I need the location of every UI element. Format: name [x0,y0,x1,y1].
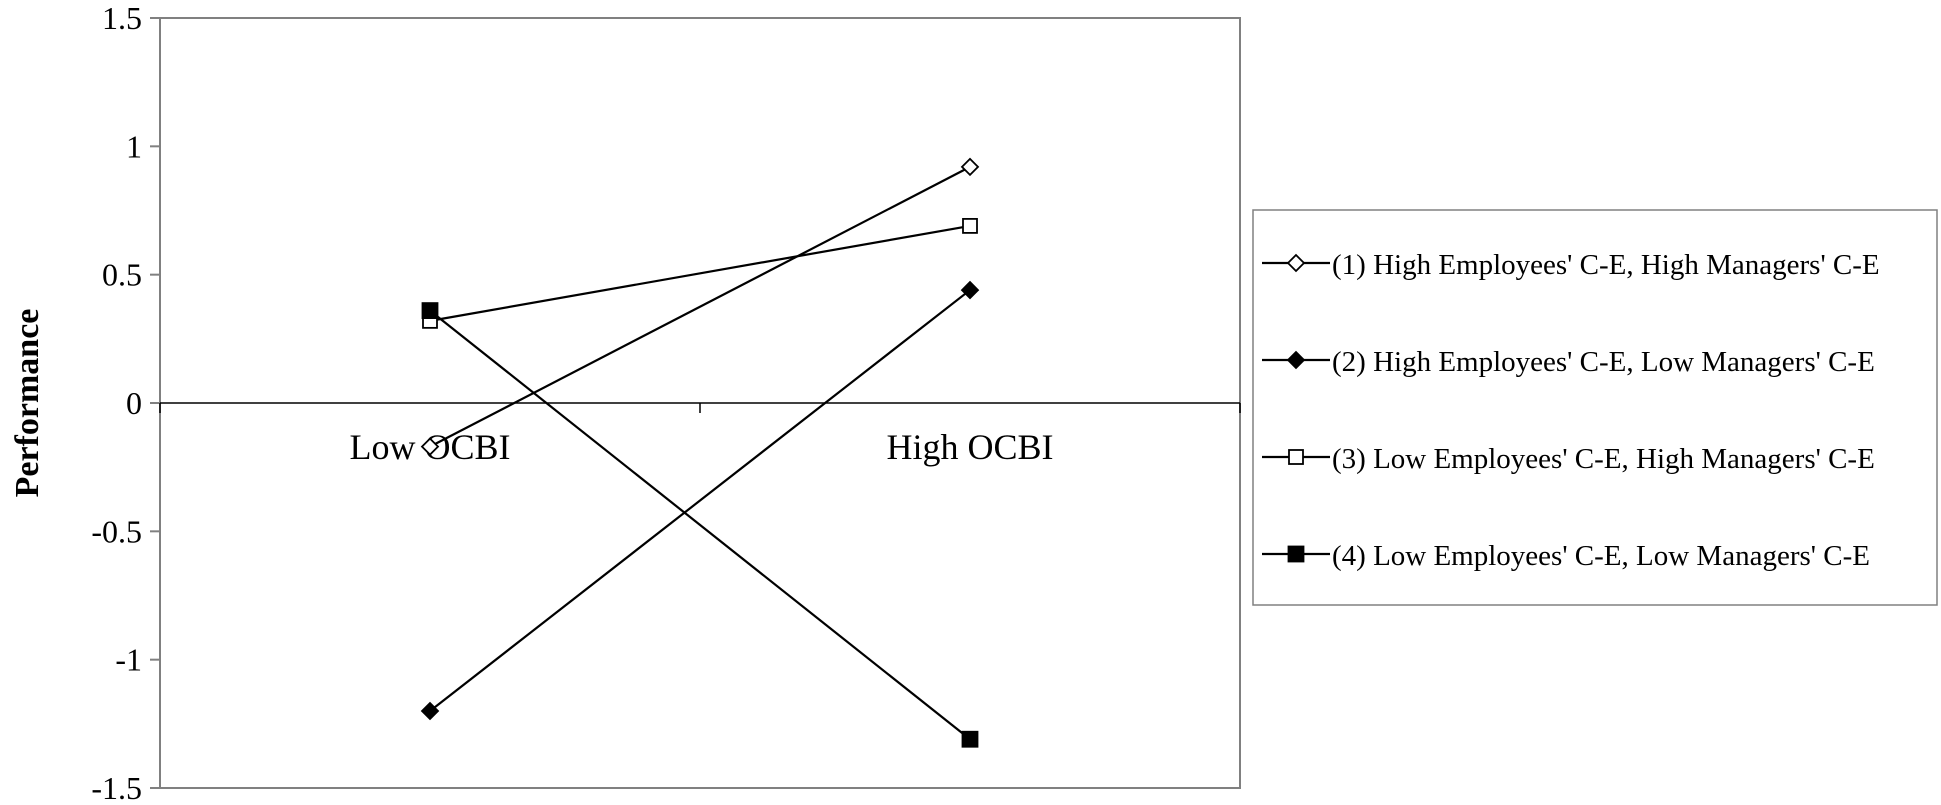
series-3 [422,217,978,329]
legend-entry-3: (3) Low Employees' C-E, High Managers' C… [1262,443,1875,475]
series-layer [420,157,980,748]
y-tick-label: -1 [115,642,142,678]
legend-label: (4) Low Employees' C-E, Low Managers' C-… [1332,540,1870,572]
legend-label: (3) Low Employees' C-E, High Managers' C… [1332,443,1875,475]
y-tick-label: -0.5 [91,513,142,549]
series-4 [421,302,979,748]
x-tick-label: High OCBI [886,427,1053,467]
y-axis: 1.5 1 0.5 0 -0.5 -1 -1.5 [91,0,160,805]
legend-box [1252,209,1938,606]
y-axis-title: Performance [9,309,46,498]
y-tick-label: 0.5 [102,257,142,293]
y-tick-label: 1 [126,128,142,164]
legend: (1) High Employees' C-E, High Managers' … [1252,209,1938,606]
data-point-marker [1286,350,1306,370]
series-line [429,224,971,322]
data-point-marker [1287,545,1305,563]
legend-entry-2: (2) High Employees' C-E, Low Managers' C… [1262,346,1875,378]
series-1 [420,157,980,456]
data-point-marker [1286,253,1306,273]
y-tick-label: -1.5 [91,770,142,805]
series-line [429,289,971,712]
data-point-marker [421,302,439,320]
legend-entry-4: (4) Low Employees' C-E, Low Managers' C-… [1262,540,1870,572]
y-tick-label: 0 [126,385,142,421]
series-line [429,165,971,448]
series-line [429,309,971,741]
data-point-marker [960,157,980,177]
legend-entry-1: (1) High Employees' C-E, High Managers' … [1262,249,1880,281]
legend-label: (2) High Employees' C-E, Low Managers' C… [1332,346,1875,378]
data-point-marker [1288,449,1304,465]
data-point-marker [420,437,440,456]
y-tick-label: 1.5 [102,0,142,36]
data-point-marker [420,701,440,721]
series-2 [420,280,980,721]
legend-label: (1) High Employees' C-E, High Managers' … [1332,249,1880,281]
data-point-marker [962,217,978,234]
data-point-marker [960,280,980,300]
data-point-marker [961,730,979,748]
